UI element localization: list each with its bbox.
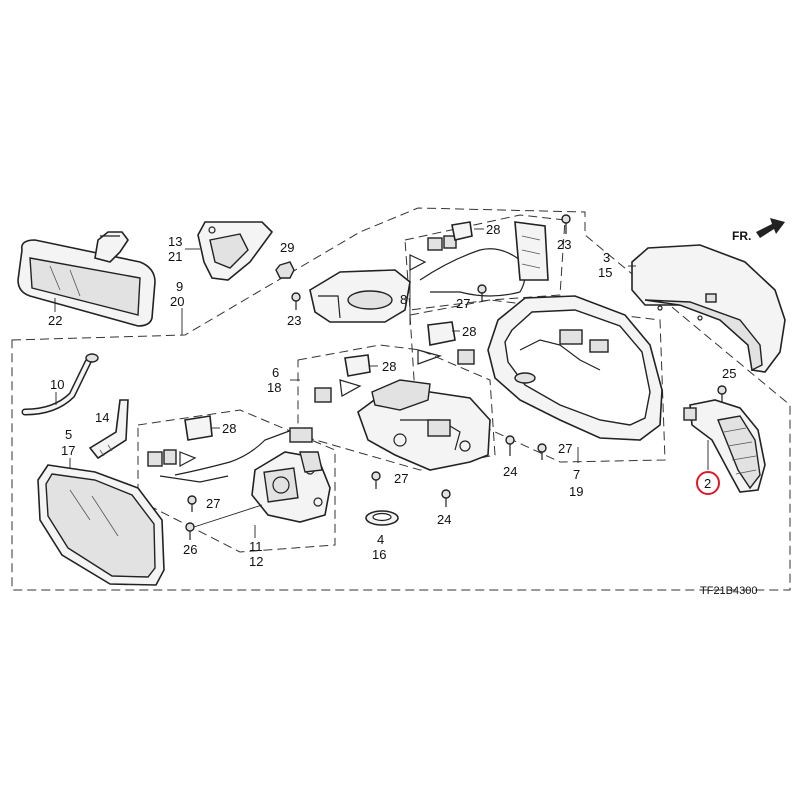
screw-23-left[interactable]	[291, 292, 301, 310]
screw-24-lower[interactable]	[441, 489, 451, 507]
callout-6[interactable]: 6	[272, 365, 279, 380]
screw-23-right[interactable]	[561, 214, 571, 234]
callout-17[interactable]: 17	[61, 443, 75, 458]
callout-5[interactable]: 5	[65, 427, 72, 442]
screw-25[interactable]	[717, 385, 727, 404]
mirror-housing-cap[interactable]	[631, 244, 786, 373]
callout-29[interactable]: 29	[280, 240, 294, 255]
callout-28-a[interactable]: 28	[486, 222, 500, 237]
power-actuator[interactable]	[357, 379, 491, 471]
sub-outline-8	[404, 214, 566, 311]
callout-11[interactable]: 11	[249, 539, 263, 554]
callout-25[interactable]: 25	[722, 366, 736, 381]
callout-10[interactable]: 10	[50, 377, 64, 392]
callout-14[interactable]: 14	[95, 410, 109, 425]
callout-28-d[interactable]: 28	[222, 421, 236, 436]
callout-2-highlight-ring	[696, 471, 720, 495]
callout-24-lower[interactable]: 24	[437, 512, 451, 527]
screw-26[interactable]	[185, 504, 263, 540]
hose-14[interactable]	[88, 399, 129, 460]
harness-8[interactable]	[409, 221, 549, 297]
fr-arrow-icon	[756, 218, 785, 238]
sub-outline-7	[409, 299, 666, 463]
mirror-glass[interactable]	[37, 464, 165, 586]
callout-3[interactable]: 3	[603, 250, 610, 265]
mirror-base-housing[interactable]	[487, 295, 663, 441]
callout-27-frame[interactable]: 27	[558, 441, 572, 456]
diagram-code: TF21B4300	[700, 585, 757, 597]
callout-15[interactable]: 15	[598, 265, 612, 280]
callout-7[interactable]: 7	[573, 467, 580, 482]
fr-label: FR.	[732, 229, 751, 243]
mirror-motor-unit[interactable]	[251, 451, 331, 523]
callout-28-c[interactable]: 28	[382, 359, 396, 374]
callout-27-actuator[interactable]: 27	[394, 471, 408, 486]
mirror-mount-cover[interactable]	[197, 221, 274, 281]
callout-23-right[interactable]: 23	[557, 237, 571, 252]
turn-signal-lamp[interactable]	[683, 399, 766, 493]
bolt-27-motor[interactable]	[187, 495, 197, 512]
callout-19[interactable]: 19	[569, 484, 583, 499]
nut-29[interactable]	[275, 261, 295, 279]
tube-10[interactable]	[21, 353, 99, 416]
callout-9[interactable]: 9	[176, 279, 183, 294]
callout-12[interactable]: 12	[249, 554, 263, 569]
callout-16[interactable]: 16	[372, 547, 386, 562]
callout-18[interactable]: 18	[267, 380, 281, 395]
callout-13[interactable]: 13	[168, 234, 182, 249]
retainer-ring-4[interactable]	[365, 510, 399, 526]
screw-24-frame[interactable]	[505, 435, 515, 456]
callout-23-left[interactable]: 23	[287, 313, 301, 328]
callout-21[interactable]: 21	[168, 249, 182, 264]
clip-28-frame[interactable]	[417, 321, 475, 365]
callout-24-frame[interactable]: 24	[503, 464, 517, 479]
callout-26[interactable]: 26	[183, 542, 197, 557]
front-direction-indicator: FR.	[732, 218, 785, 243]
callout-20[interactable]: 20	[170, 294, 184, 309]
bolt-27-top[interactable]	[477, 284, 487, 302]
clip-28-actuator[interactable]	[314, 354, 371, 403]
assembly-outline	[11, 207, 791, 591]
sub-outline-6	[297, 344, 496, 471]
callout-28-b[interactable]: 28	[462, 324, 476, 339]
callout-4[interactable]: 4	[377, 532, 384, 547]
rear-view-mirror[interactable]	[17, 231, 156, 327]
harness-motor[interactable]	[147, 415, 313, 483]
bolt-27-actuator[interactable]	[371, 471, 381, 489]
callout-8[interactable]: 8	[400, 292, 407, 307]
bolt-27-frame[interactable]	[537, 443, 547, 460]
callout-27-motor[interactable]: 27	[206, 496, 220, 511]
callout-27-top[interactable]: 27	[456, 296, 470, 311]
callout-2[interactable]: 2	[704, 476, 711, 491]
mirror-base-cover[interactable]	[309, 269, 411, 323]
callout-22[interactable]: 22	[48, 313, 62, 328]
